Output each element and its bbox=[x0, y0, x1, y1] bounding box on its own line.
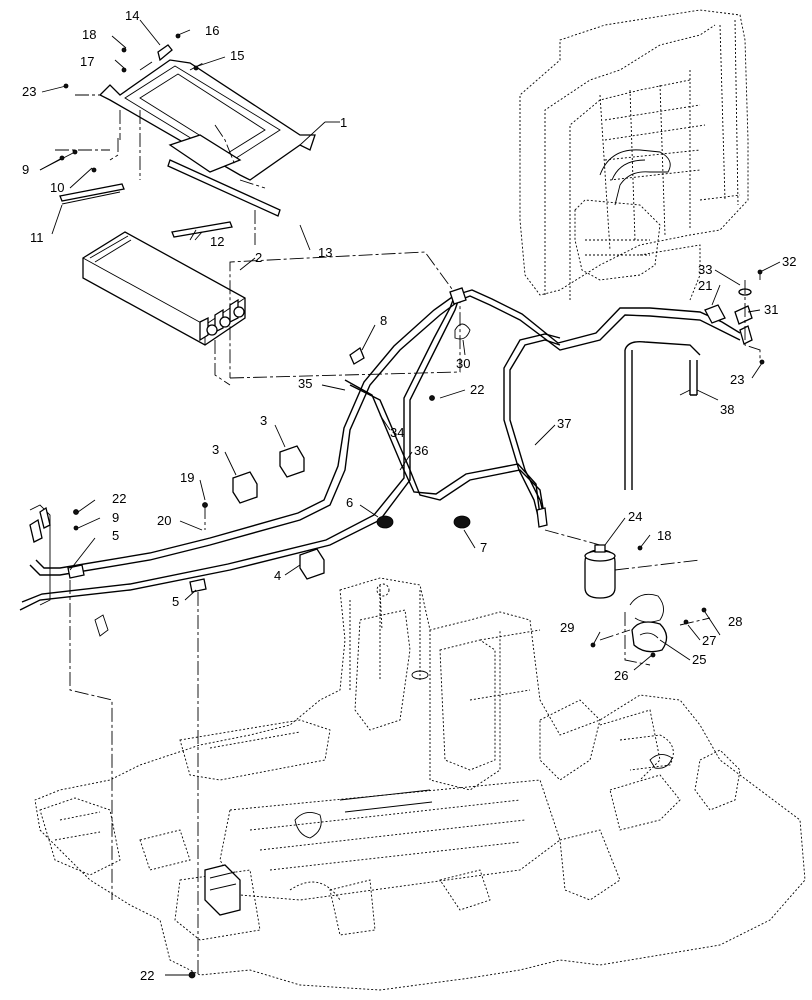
callout-23b: 23 bbox=[730, 372, 744, 387]
callout-12: 12 bbox=[210, 234, 224, 249]
callout-27: 27 bbox=[702, 633, 716, 648]
callout-33: 33 bbox=[698, 262, 712, 277]
callout-17: 17 bbox=[80, 54, 94, 69]
callout-11: 11 bbox=[30, 230, 44, 245]
callout-5: 5 bbox=[112, 528, 119, 543]
callout-37: 37 bbox=[557, 416, 571, 431]
heater-hoses bbox=[19, 287, 741, 611]
filter-assembly bbox=[544, 529, 711, 666]
callout-10: 10 bbox=[50, 180, 64, 195]
callout-28: 28 bbox=[728, 614, 742, 629]
callout-16: 16 bbox=[205, 23, 219, 38]
callout-18: 18 bbox=[82, 27, 96, 42]
machine-frame bbox=[34, 577, 806, 991]
callout-30: 30 bbox=[456, 356, 470, 371]
callout-9: 9 bbox=[22, 162, 29, 177]
callout-24: 24 bbox=[628, 509, 642, 524]
valve-fittings bbox=[704, 270, 761, 362]
callout-22b: 22 bbox=[112, 491, 126, 506]
callout-36: 36 bbox=[414, 443, 428, 458]
routing-line bbox=[229, 251, 461, 379]
callout-32: 32 bbox=[782, 254, 796, 269]
callout-3: 3 bbox=[260, 413, 267, 428]
callout-18b: 18 bbox=[657, 528, 671, 543]
callout-5b: 5 bbox=[172, 594, 179, 609]
mounting-plate-assembly bbox=[55, 44, 316, 245]
callout-34: 34 bbox=[390, 425, 404, 440]
leader-lines bbox=[39, 19, 781, 976]
callout-22: 22 bbox=[470, 382, 484, 397]
callout-2: 2 bbox=[255, 250, 262, 265]
callout-15: 15 bbox=[230, 48, 244, 63]
callout-7: 7 bbox=[480, 540, 487, 555]
callout-29: 29 bbox=[560, 620, 574, 635]
callout-8: 8 bbox=[380, 313, 387, 328]
callout-26: 26 bbox=[614, 668, 628, 683]
callout-25: 25 bbox=[692, 652, 706, 667]
callout-19: 19 bbox=[180, 470, 194, 485]
callout-38: 38 bbox=[720, 402, 734, 417]
callout-6: 6 bbox=[346, 495, 353, 510]
callout-35: 35 bbox=[298, 376, 312, 391]
callout-9b: 9 bbox=[112, 510, 119, 525]
hardware bbox=[59, 33, 765, 979]
heater-core bbox=[82, 231, 246, 386]
callout-20: 20 bbox=[157, 513, 171, 528]
callout-22c: 22 bbox=[140, 968, 154, 983]
callout-21: 21 bbox=[698, 278, 712, 293]
callout-1: 1 bbox=[340, 115, 347, 130]
callout-labels: 1 2 3 3 4 5 5 6 7 8 9 9 10 11 12 13 14 1… bbox=[22, 8, 796, 983]
hose-clamps bbox=[67, 323, 471, 975]
callout-3b: 3 bbox=[212, 442, 219, 457]
callout-13: 13 bbox=[318, 245, 332, 260]
engine-compartment bbox=[519, 9, 749, 301]
callout-14: 14 bbox=[125, 8, 139, 23]
callout-4: 4 bbox=[274, 568, 281, 583]
callout-31: 31 bbox=[764, 302, 778, 317]
callout-23: 23 bbox=[22, 84, 36, 99]
